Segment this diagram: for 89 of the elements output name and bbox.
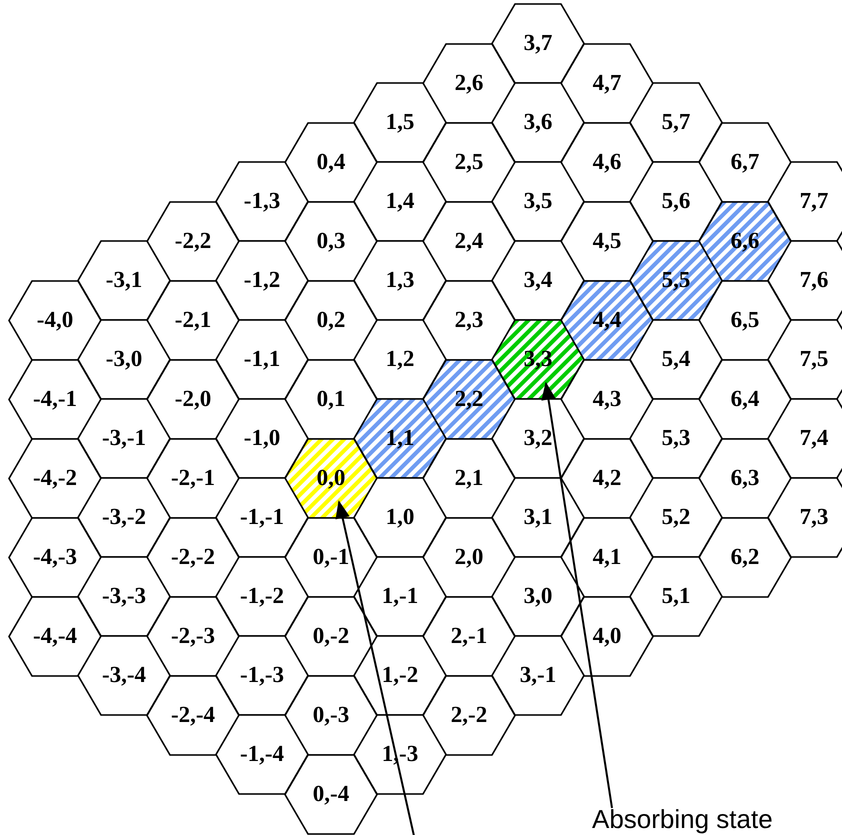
cell-label: 1,-1: [382, 583, 418, 608]
cell-label: 6,7: [730, 148, 760, 174]
cell-label: -3,-3: [102, 583, 146, 608]
cell-label: 4,0: [592, 622, 622, 648]
cell-label: 3,4: [524, 267, 552, 292]
cell-label: -1,2: [244, 267, 280, 292]
cell-label: 2,-2: [450, 702, 488, 726]
cell-label: 6,4: [730, 386, 760, 410]
cell-label: 2,1: [454, 464, 484, 490]
cell-label: -2,-4: [170, 702, 216, 726]
cell-label: 0,-1: [312, 544, 350, 568]
cell-label: 3,7: [524, 30, 552, 55]
cell-label: 4,4: [592, 306, 622, 332]
cell-label: 6,2: [730, 544, 760, 568]
cell-label: -4,-1: [32, 386, 78, 410]
cell-label: 0,2: [316, 306, 346, 332]
cell-label: -2,2: [174, 228, 212, 252]
cell-label: 7,4: [800, 425, 828, 450]
cell-label: 7,5: [800, 346, 828, 371]
cell-label: 2,3: [454, 306, 484, 332]
cell-label: -3,1: [106, 267, 142, 292]
cell-label: -3,0: [106, 346, 142, 371]
cell-label: 1,1: [386, 425, 414, 450]
cell-label: 5,5: [662, 267, 690, 292]
cell-label: -4,0: [36, 306, 74, 332]
cell-label: 2,0: [454, 544, 484, 568]
cell-label: 2,6: [454, 70, 484, 94]
cell-label: 3,1: [524, 504, 552, 529]
cell-label: -4,-2: [32, 464, 78, 490]
cell-label: 2,5: [454, 148, 484, 174]
cell-label: -2,1: [174, 306, 212, 332]
cell-label: -1,-1: [240, 504, 284, 529]
cell-label: 1,4: [386, 188, 414, 213]
cell-label: -2,-3: [170, 622, 216, 648]
cell-label: 0,3: [316, 228, 346, 252]
cell-label: 4,1: [592, 544, 622, 568]
cell-label: -1,1: [244, 346, 280, 371]
cell-label: 0,0: [316, 464, 346, 490]
leader-arrow: [336, 500, 415, 835]
cell-label: 7,7: [800, 188, 828, 213]
annotation-label: Absorbing state: [592, 804, 773, 835]
cell-label: 5,6: [662, 188, 690, 213]
cell-label: 1,-2: [382, 662, 418, 687]
cell-label: 5,3: [662, 425, 690, 450]
cell-label: -2,0: [174, 386, 212, 410]
cell-label: 1,0: [386, 504, 414, 529]
cell-label: -2,-2: [170, 544, 216, 568]
cell-label: 3,-1: [520, 662, 556, 687]
cell-label: 3,2: [524, 425, 552, 450]
cell-label: 0,1: [316, 386, 346, 410]
cell-label: 0,-3: [312, 702, 350, 726]
cell-label: 3,5: [524, 188, 552, 213]
cell-label: 2,2: [454, 386, 484, 410]
cell-label: -1,3: [244, 188, 280, 213]
cell-label: 0,4: [316, 148, 346, 174]
leader-arrow: [541, 382, 613, 808]
cell-label: -4,-3: [32, 544, 78, 568]
cell-label: 4,5: [592, 228, 622, 252]
cell-label: -1,-2: [240, 583, 284, 608]
cell-label: 1,2: [386, 346, 414, 371]
cell-label: 1,3: [386, 267, 414, 292]
cell-label: 4,2: [592, 464, 622, 490]
cell-label: 5,1: [662, 583, 690, 608]
cell-label: 6,5: [730, 306, 760, 332]
cell-label: -1,-3: [240, 662, 284, 687]
cell-label: 2,-1: [450, 622, 488, 648]
cell-label: 6,6: [730, 228, 760, 252]
cell-label: 4,6: [592, 148, 622, 174]
cell-label: -2,-1: [170, 464, 216, 490]
cell-label: -4,-4: [32, 622, 78, 648]
cell-label: 4,7: [592, 70, 622, 94]
cell-label: -1,0: [244, 425, 280, 450]
cell-label: 0,-4: [312, 780, 350, 806]
cell-label: -3,-1: [102, 425, 146, 450]
cell-label: 7,6: [800, 267, 828, 292]
cell-label: -3,-4: [102, 662, 146, 687]
cell-label: 5,2: [662, 504, 690, 529]
cell-label: 5,4: [662, 346, 690, 371]
cell-label: -1,-4: [240, 741, 284, 766]
cell-label: 3,0: [524, 583, 552, 608]
cell-label: 4,3: [592, 386, 622, 410]
cell-label: 3,6: [524, 109, 552, 134]
cell-label: 6,3: [730, 464, 760, 490]
cell-label: 5,7: [662, 109, 690, 134]
cell-label: 0,-2: [312, 622, 350, 648]
cell-label: 2,4: [454, 228, 484, 252]
cell-label: -3,-2: [102, 504, 146, 529]
cell-label: 7,3: [800, 504, 828, 529]
cell-label: 1,5: [386, 109, 414, 134]
